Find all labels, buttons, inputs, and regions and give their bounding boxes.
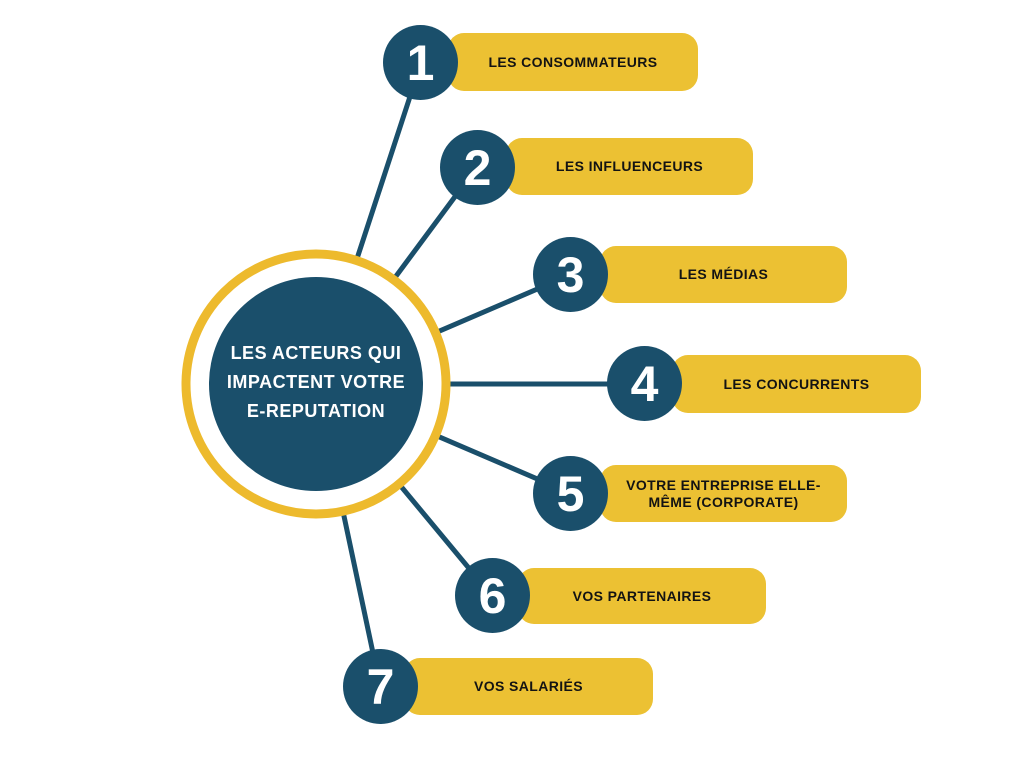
item-label: LES INFLUENCEURS — [555, 158, 704, 175]
item-number: 7 — [366, 658, 395, 715]
item-number: 3 — [556, 246, 585, 303]
item-label-bar: LES CONCURRENTS — [672, 355, 921, 413]
hub-title-line: IMPACTENT VOTRE — [226, 372, 406, 392]
item-number-circle: 4 — [607, 346, 682, 421]
item-label: LES MÉDIAS — [678, 266, 769, 283]
item-label-bar: LES CONSOMMATEURS — [448, 33, 698, 91]
item-label: VOS PARTENAIRES — [572, 587, 712, 604]
item-number-circle: 6 — [455, 558, 530, 633]
item-label: VOTRE ENTREPRISE ELLE-MÊME (CORPORATE) — [626, 477, 821, 510]
item-number: 5 — [556, 465, 585, 522]
item-number: 2 — [463, 139, 492, 196]
item-label-bar: VOS SALARIÉS — [404, 658, 653, 715]
item-label-bar: LES INFLUENCEURS — [506, 138, 753, 195]
hub-title-line: E-REPUTATION — [246, 401, 386, 421]
item-number: 4 — [630, 355, 659, 412]
item-label-bar: VOS PARTENAIRES — [518, 568, 766, 624]
item-label-bar: VOTRE ENTREPRISE ELLE-MÊME (CORPORATE) — [600, 465, 847, 522]
item-number-circle: 7 — [343, 649, 418, 724]
item-number: 6 — [478, 567, 507, 624]
item-label: LES CONSOMMATEURS — [488, 53, 658, 70]
item-label: VOS SALARIÉS — [473, 678, 584, 695]
hub-title-line: LES ACTEURS QUI — [230, 343, 402, 363]
hub-title: LES ACTEURS QUI IMPACTENT VOTRE E-REPUTA… — [196, 339, 436, 426]
item-number: 1 — [406, 34, 435, 91]
item-number-circle: 2 — [440, 130, 515, 205]
item-label: LES CONCURRENTS — [723, 375, 870, 392]
item-number-circle: 3 — [533, 237, 608, 312]
item-number-circle: 5 — [533, 456, 608, 531]
item-label-bar: LES MÉDIAS — [600, 246, 847, 303]
hub-circle — [209, 277, 423, 491]
item-number-circle: 1 — [383, 25, 458, 100]
